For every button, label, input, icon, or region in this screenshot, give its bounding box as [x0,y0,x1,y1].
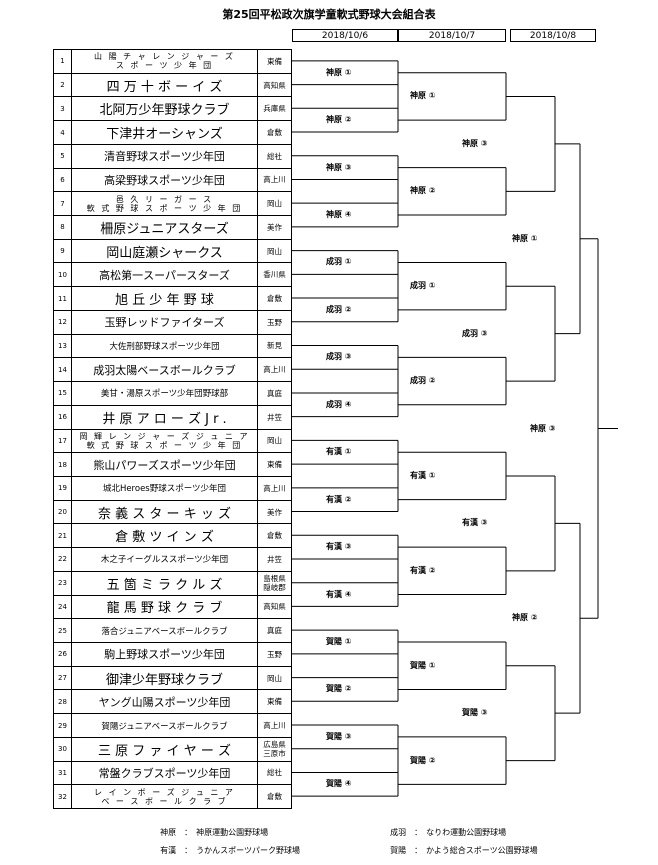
date-day3: 2018/10/8 [510,29,596,42]
match-label-final: 神原 ③ [530,423,556,433]
match-label-round1: 賀陽 ① [326,637,352,646]
match-label-round2: 成羽 ① [410,281,436,291]
match-label-round2: 神原 ② [410,186,436,196]
legend-venue: 神原運動公園野球場 [196,828,269,837]
match-label-round1: 成羽 ② [326,304,352,314]
legend-item-ukan: 有漢 ： うかんスポーツパーク野球場 [150,836,300,865]
legend-sep: ： [184,828,189,837]
match-label-round4: 神原 ② [512,613,538,623]
legend-item-nariwa: 成羽 ： なりわ運動公園野球場 [380,818,506,847]
match-label-round2: 神原 ① [410,91,436,101]
match-label-round1: 神原 ④ [326,210,352,220]
date-day2: 2018/10/7 [398,29,506,42]
legend-key: 神原 [160,828,177,837]
match-label-round2: 有漢 ① [410,470,436,480]
page-title: 第25回平松政次旗学童軟式野球大会組合表 [222,8,436,21]
match-label-round1: 成羽 ④ [326,399,352,409]
legend-sep: ： [414,846,419,855]
legend-venue: うかんスポーツパーク野球場 [196,846,301,855]
legend-sep: ： [414,828,419,837]
match-label-round1: 有漢 ① [326,447,352,457]
match-label-round3: 神原 ③ [462,138,488,148]
team-region: 倉敷 [257,784,292,810]
legend-key: 成羽 [390,828,407,837]
legend-key: 賀陽 [390,846,407,855]
legend-venue: かよう総合スポーツ公園野球場 [426,846,538,855]
match-label-round1: 賀陽 ② [326,684,352,694]
match-label-round2: 賀陽 ② [410,755,436,765]
match-label-round1: 成羽 ① [326,257,352,267]
legend-item-kambara: 神原 ： 神原運動公園野球場 [150,818,268,847]
match-label-round1: 有漢 ④ [326,589,352,599]
match-label-round1: 有漢 ③ [326,542,352,552]
match-label-round1: 神原 ② [326,115,352,125]
match-label-round2: 有漢 ② [410,565,436,575]
match-label-round1: 賀陽 ③ [326,731,352,741]
match-label-round1: 成羽 ③ [326,352,352,362]
team-name: 山 陽 チ ャ レ ン ジ ャ ー ズ ス ポ ー ツ 少 年 団 [71,49,258,74]
match-label-round1: 神原 ③ [326,162,352,172]
match-label-round3: 有漢 ③ [462,518,488,528]
legend-venue: なりわ運動公園野球場 [426,828,507,837]
date-day1: 2018/10/6 [292,29,398,42]
match-label-round4: 神原 ① [512,233,538,243]
match-label-round3: 成羽 ③ [462,328,488,338]
match-label-round2: 賀陽 ① [410,660,436,670]
legend-item-kayo: 賀陽 ： かよう総合スポーツ公園野球場 [380,836,538,865]
legend-key: 有漢 [160,846,177,855]
match-label-round2: 成羽 ② [410,376,436,386]
match-label-round3: 賀陽 ③ [462,708,488,718]
match-label-round1: 賀陽 ④ [326,779,352,789]
date-header-row: 2018/10/6 2018/10/7 2018/10/8 [0,0,658,60]
legend-sep: ： [184,846,189,855]
match-label-round1: 有漢 ② [326,494,352,504]
match-label-round1: 神原 ① [326,67,352,77]
team-name: レ イ ン ボ ー ズ ジ ュ ニ ア ベ ー ス ボ ー ル ク ラ ブ [71,784,258,810]
